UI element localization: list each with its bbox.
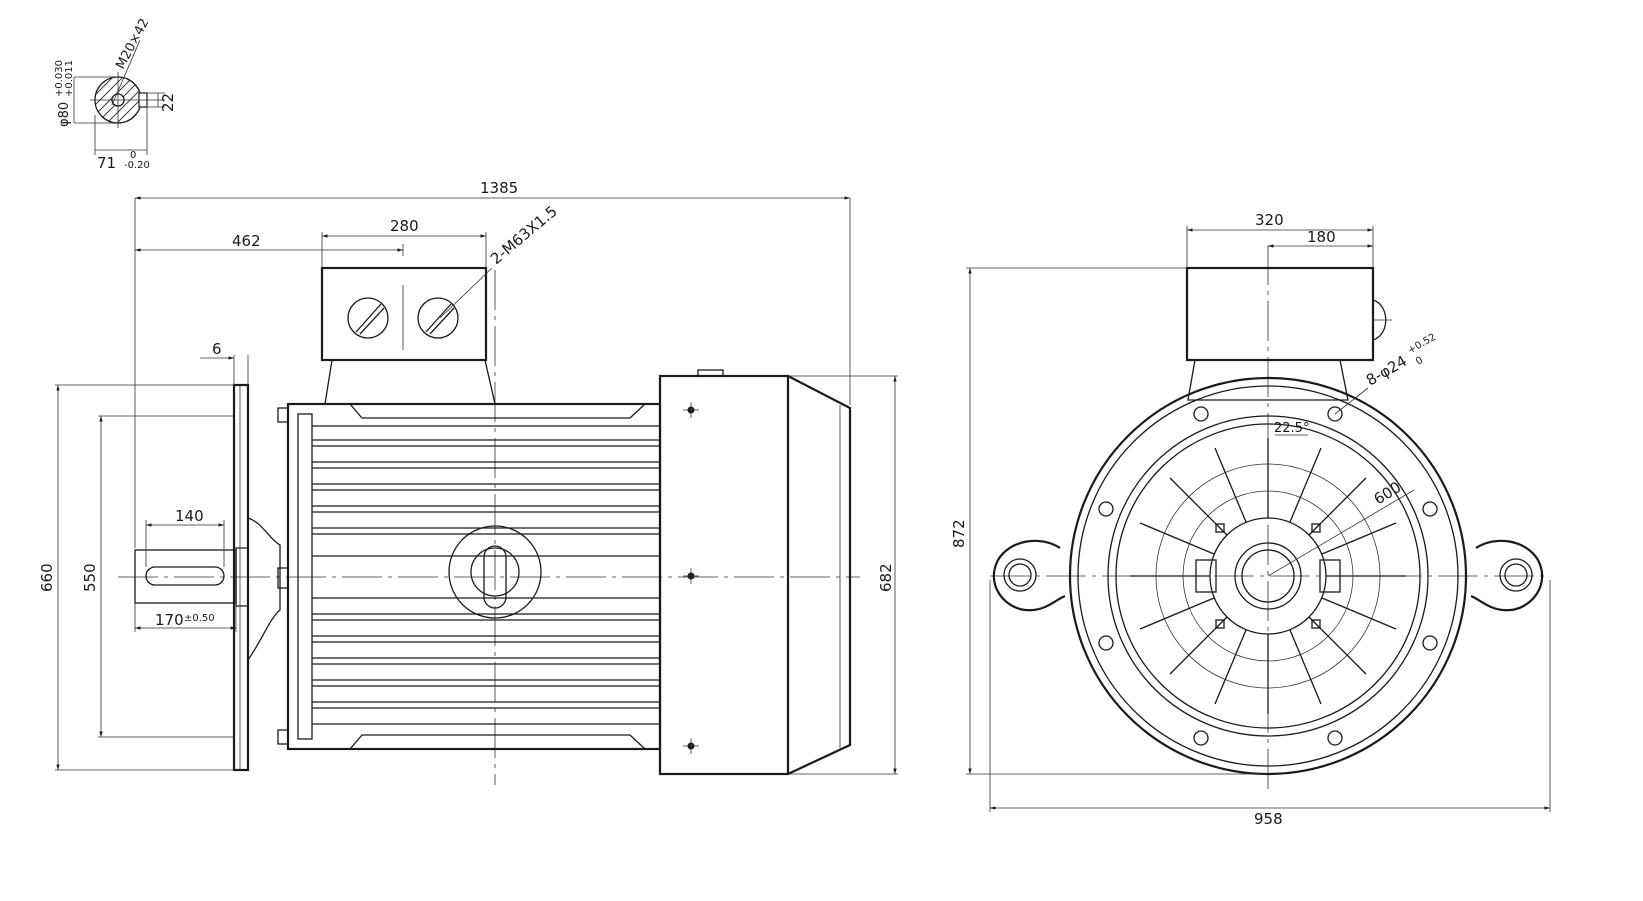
key-length-label: 140 xyxy=(175,507,204,525)
end-width-label: 958 xyxy=(1254,810,1283,828)
flange-hub xyxy=(247,517,281,661)
shaft-diameter-tol-upper: +0.030 xyxy=(54,60,65,97)
mounting-holes xyxy=(1098,406,1438,746)
cable-entry-label: 2-M63X1.5 xyxy=(487,202,561,268)
shaft-section: φ80 +0.030 +0.011 M20×42 22 71 0 -0.20 xyxy=(54,16,177,172)
end-height-label: 872 xyxy=(950,519,968,548)
lifting-boss xyxy=(448,525,542,619)
cooling-fins xyxy=(312,425,660,725)
terminal-box xyxy=(320,266,488,362)
shaft-length-label: 170 xyxy=(155,611,184,629)
spigot-diameter-label: 550 xyxy=(81,563,99,592)
mounting-holes-tol-lower: 0 xyxy=(1414,355,1425,368)
end-box-width-label: 320 xyxy=(1255,211,1284,229)
shaft-length-tol: ±0.50 xyxy=(184,613,215,624)
lifting-lugs xyxy=(992,539,1544,612)
end-terminal-box xyxy=(1185,266,1375,362)
cable-gland-2 xyxy=(417,297,459,339)
terminal-offset-label: 462 xyxy=(232,232,261,250)
bolt-bottom xyxy=(277,729,289,745)
side-view: 1385 462 280 2-M63X1.5 6 140 170 ±0.50 6… xyxy=(38,179,898,785)
angle-label: 22.5° xyxy=(1274,421,1309,436)
cable-gland-1 xyxy=(347,297,389,339)
shaft-key xyxy=(145,566,225,586)
fan-cover xyxy=(787,375,852,775)
key-depth-tol-lower: -0.20 xyxy=(124,160,150,171)
end-box-offset-label: 180 xyxy=(1307,228,1336,246)
bolt-markers xyxy=(1215,523,1321,629)
flange-diameter-label: 660 xyxy=(38,563,56,592)
end-view: 320 180 8-φ24 +0.52 0 22.5° 600 872 958 xyxy=(950,211,1551,828)
mounting-holes-tol-upper: +0.52 xyxy=(1406,332,1438,357)
key-depth-tol-upper: 0 xyxy=(130,150,136,161)
frame-height-label: 682 xyxy=(877,563,895,592)
key-depth-label: 71 xyxy=(97,154,116,172)
key-width-label: 22 xyxy=(159,93,177,112)
fan-cover-flange xyxy=(658,374,790,776)
terminal-width-label: 280 xyxy=(390,217,419,235)
mounting-holes-label: 8-φ24 xyxy=(1363,352,1410,390)
fan-blades xyxy=(1130,438,1406,714)
pcd-label: 600 xyxy=(1371,478,1405,508)
end-shaft xyxy=(1241,549,1295,603)
flange-thickness-label: 6 xyxy=(212,340,222,358)
shaft-diameter-label: φ80 xyxy=(57,102,72,127)
frame-body xyxy=(286,402,662,751)
shaft xyxy=(134,549,237,604)
fan-cover-screws xyxy=(683,402,699,754)
terminal-box-base xyxy=(324,359,496,405)
shaft-diameter-tol-lower: +0.011 xyxy=(64,60,75,97)
overall-length-label: 1385 xyxy=(480,179,518,197)
bolt-top xyxy=(277,407,289,423)
shaft-thread-label: M20×42 xyxy=(113,16,152,72)
